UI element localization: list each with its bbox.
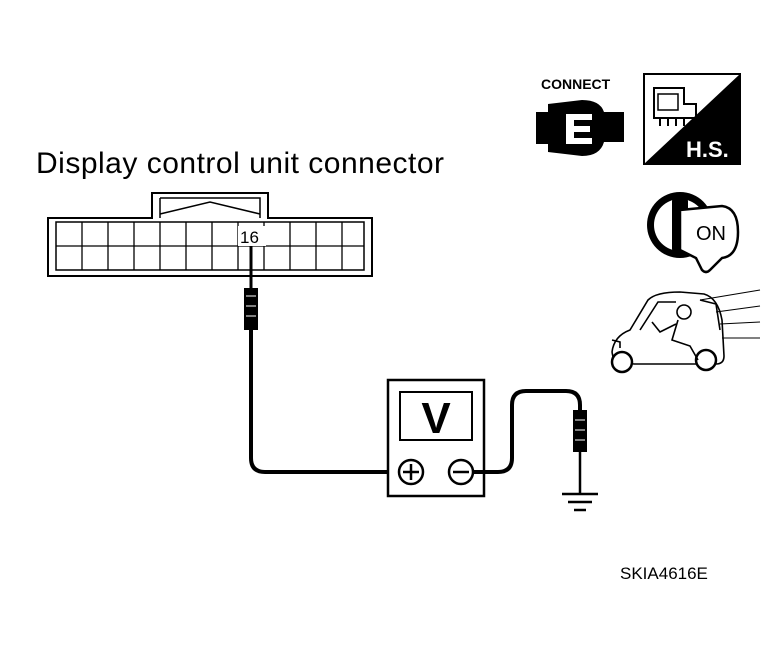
voltmeter: V xyxy=(386,378,486,498)
connect-label: CONNECT xyxy=(541,76,611,92)
pin-number-label: 16 xyxy=(240,228,259,247)
connect-icon xyxy=(536,100,624,156)
connector xyxy=(47,192,373,277)
negative-probe xyxy=(473,389,587,494)
meter-label: V xyxy=(421,394,451,443)
connector-title: Display control unit connector xyxy=(36,147,445,180)
harness-side-icon: H.S. xyxy=(643,73,741,165)
ground-icon xyxy=(562,492,598,512)
positive-probe xyxy=(244,246,398,474)
figure-code: SKIA4616E xyxy=(620,564,708,583)
pin-label-bg xyxy=(238,226,266,246)
ignition-label: ON xyxy=(696,223,726,245)
ignition-on-icon: ON xyxy=(647,192,740,274)
harness-label: H.S. xyxy=(686,137,729,162)
driver-in-car-icon xyxy=(610,289,761,374)
